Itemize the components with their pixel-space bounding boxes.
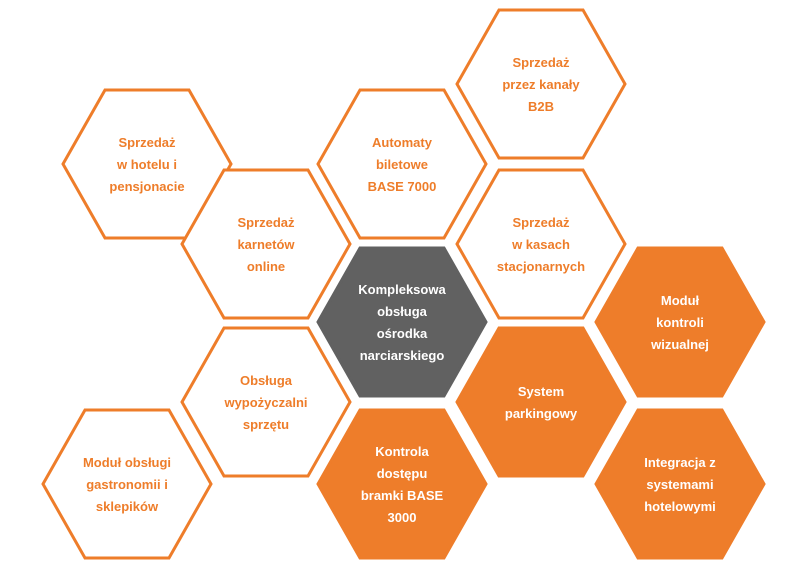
hexagon-label-line: przez kanały [502, 77, 580, 92]
hexagon-shape [594, 246, 766, 398]
hexagon-label-line: parkingowy [505, 406, 578, 421]
hexagon-label-line: hotelowymi [644, 499, 716, 514]
hexagon-shape [594, 408, 766, 560]
hexagon-shape [455, 326, 627, 478]
hexagon-label-line: online [247, 259, 285, 274]
hexagon-label-line: karnetów [237, 237, 295, 252]
hexagon-shape [180, 326, 352, 478]
hexagon-label-line: pensjonacie [109, 179, 184, 194]
hexagon-label-line: System [518, 384, 564, 399]
hexagon-label-line: sprzętu [243, 417, 289, 432]
hexagon-label-line: Obsługa [240, 373, 293, 388]
hexagon-label-line: systemami [646, 477, 713, 492]
hexagon-label-line: narciarskiego [360, 348, 445, 363]
hexagon-kasy: Sprzedaż w kasach stacjonarnych [455, 168, 627, 320]
hexagon-label-line: obsługa [377, 304, 428, 319]
hexagon-shape [180, 168, 352, 320]
hexagon-center: Kompleksowa obsługa ośrodka narciarskiego [316, 246, 488, 398]
hexagon-label-line: Sprzedaż [512, 55, 570, 70]
hexagon-hotelowe: Integracja z systemami hotelowymi [594, 408, 766, 560]
hexagon-label-line: wypożyczalni [223, 395, 307, 410]
hexagon-label-line: B2B [528, 99, 554, 114]
hexagon-label-line: Kontrola [375, 444, 429, 459]
hexagon-label-line: dostępu [377, 466, 428, 481]
hexagon-label-line: bramki BASE [361, 488, 444, 503]
hexagon-label-line: BASE 7000 [368, 179, 437, 194]
hexagon-shape [455, 168, 627, 320]
hexagon-label-line: biletowe [376, 157, 428, 172]
hexagon-label-line: Automaty [372, 135, 433, 150]
hexagon-label-line: sklepików [96, 499, 159, 514]
hexagon-label-line: wizualnej [650, 337, 709, 352]
hexagon-hotel: Sprzedaż w hotelu i pensjonacie [61, 88, 233, 240]
hexagon-label-line: w kasach [511, 237, 570, 252]
hexagon-parking: System parkingowy [455, 326, 627, 478]
hexagon-shape [61, 88, 233, 240]
hexagon-label-line: 3000 [388, 510, 417, 525]
hexagon-label-line: w hotelu i [116, 157, 177, 172]
hexagon-label-line: Sprzedaż [512, 215, 570, 230]
hexagon-label-line: ośrodka [377, 326, 428, 341]
hexagon-label-line: Moduł [661, 293, 700, 308]
hexagon-bramki: Kontrola dostępu bramki BASE 3000 [316, 408, 488, 560]
hexagon-label-line: Sprzedaż [118, 135, 176, 150]
hexagon-label-line: stacjonarnych [497, 259, 585, 274]
hexagon-shape [316, 88, 488, 240]
hexagon-label-line: Integracja z [644, 455, 716, 470]
hexagon-wypozyczalnia: Obsługa wypożyczalni sprzętu [180, 326, 352, 478]
hexagon-label-line: kontroli [656, 315, 704, 330]
hexagon-shape [316, 408, 488, 560]
hexagon-shape [41, 408, 213, 560]
hexagon-karnety: Sprzedaż karnetów online [180, 168, 352, 320]
hexagon-label-line: Moduł obsługi [83, 455, 171, 470]
hexagon-gastro: Moduł obsługi gastronomii i sklepików [41, 408, 213, 560]
hexagon-label-line: Sprzedaż [237, 215, 295, 230]
hexagon-label-line: Kompleksowa [358, 282, 446, 297]
hexagon-kontrola-wiz: Moduł kontroli wizualnej [594, 246, 766, 398]
hexagon-label-line: gastronomii i [86, 477, 168, 492]
hexagon-shape [455, 8, 627, 160]
hexagon-shape [316, 246, 488, 398]
